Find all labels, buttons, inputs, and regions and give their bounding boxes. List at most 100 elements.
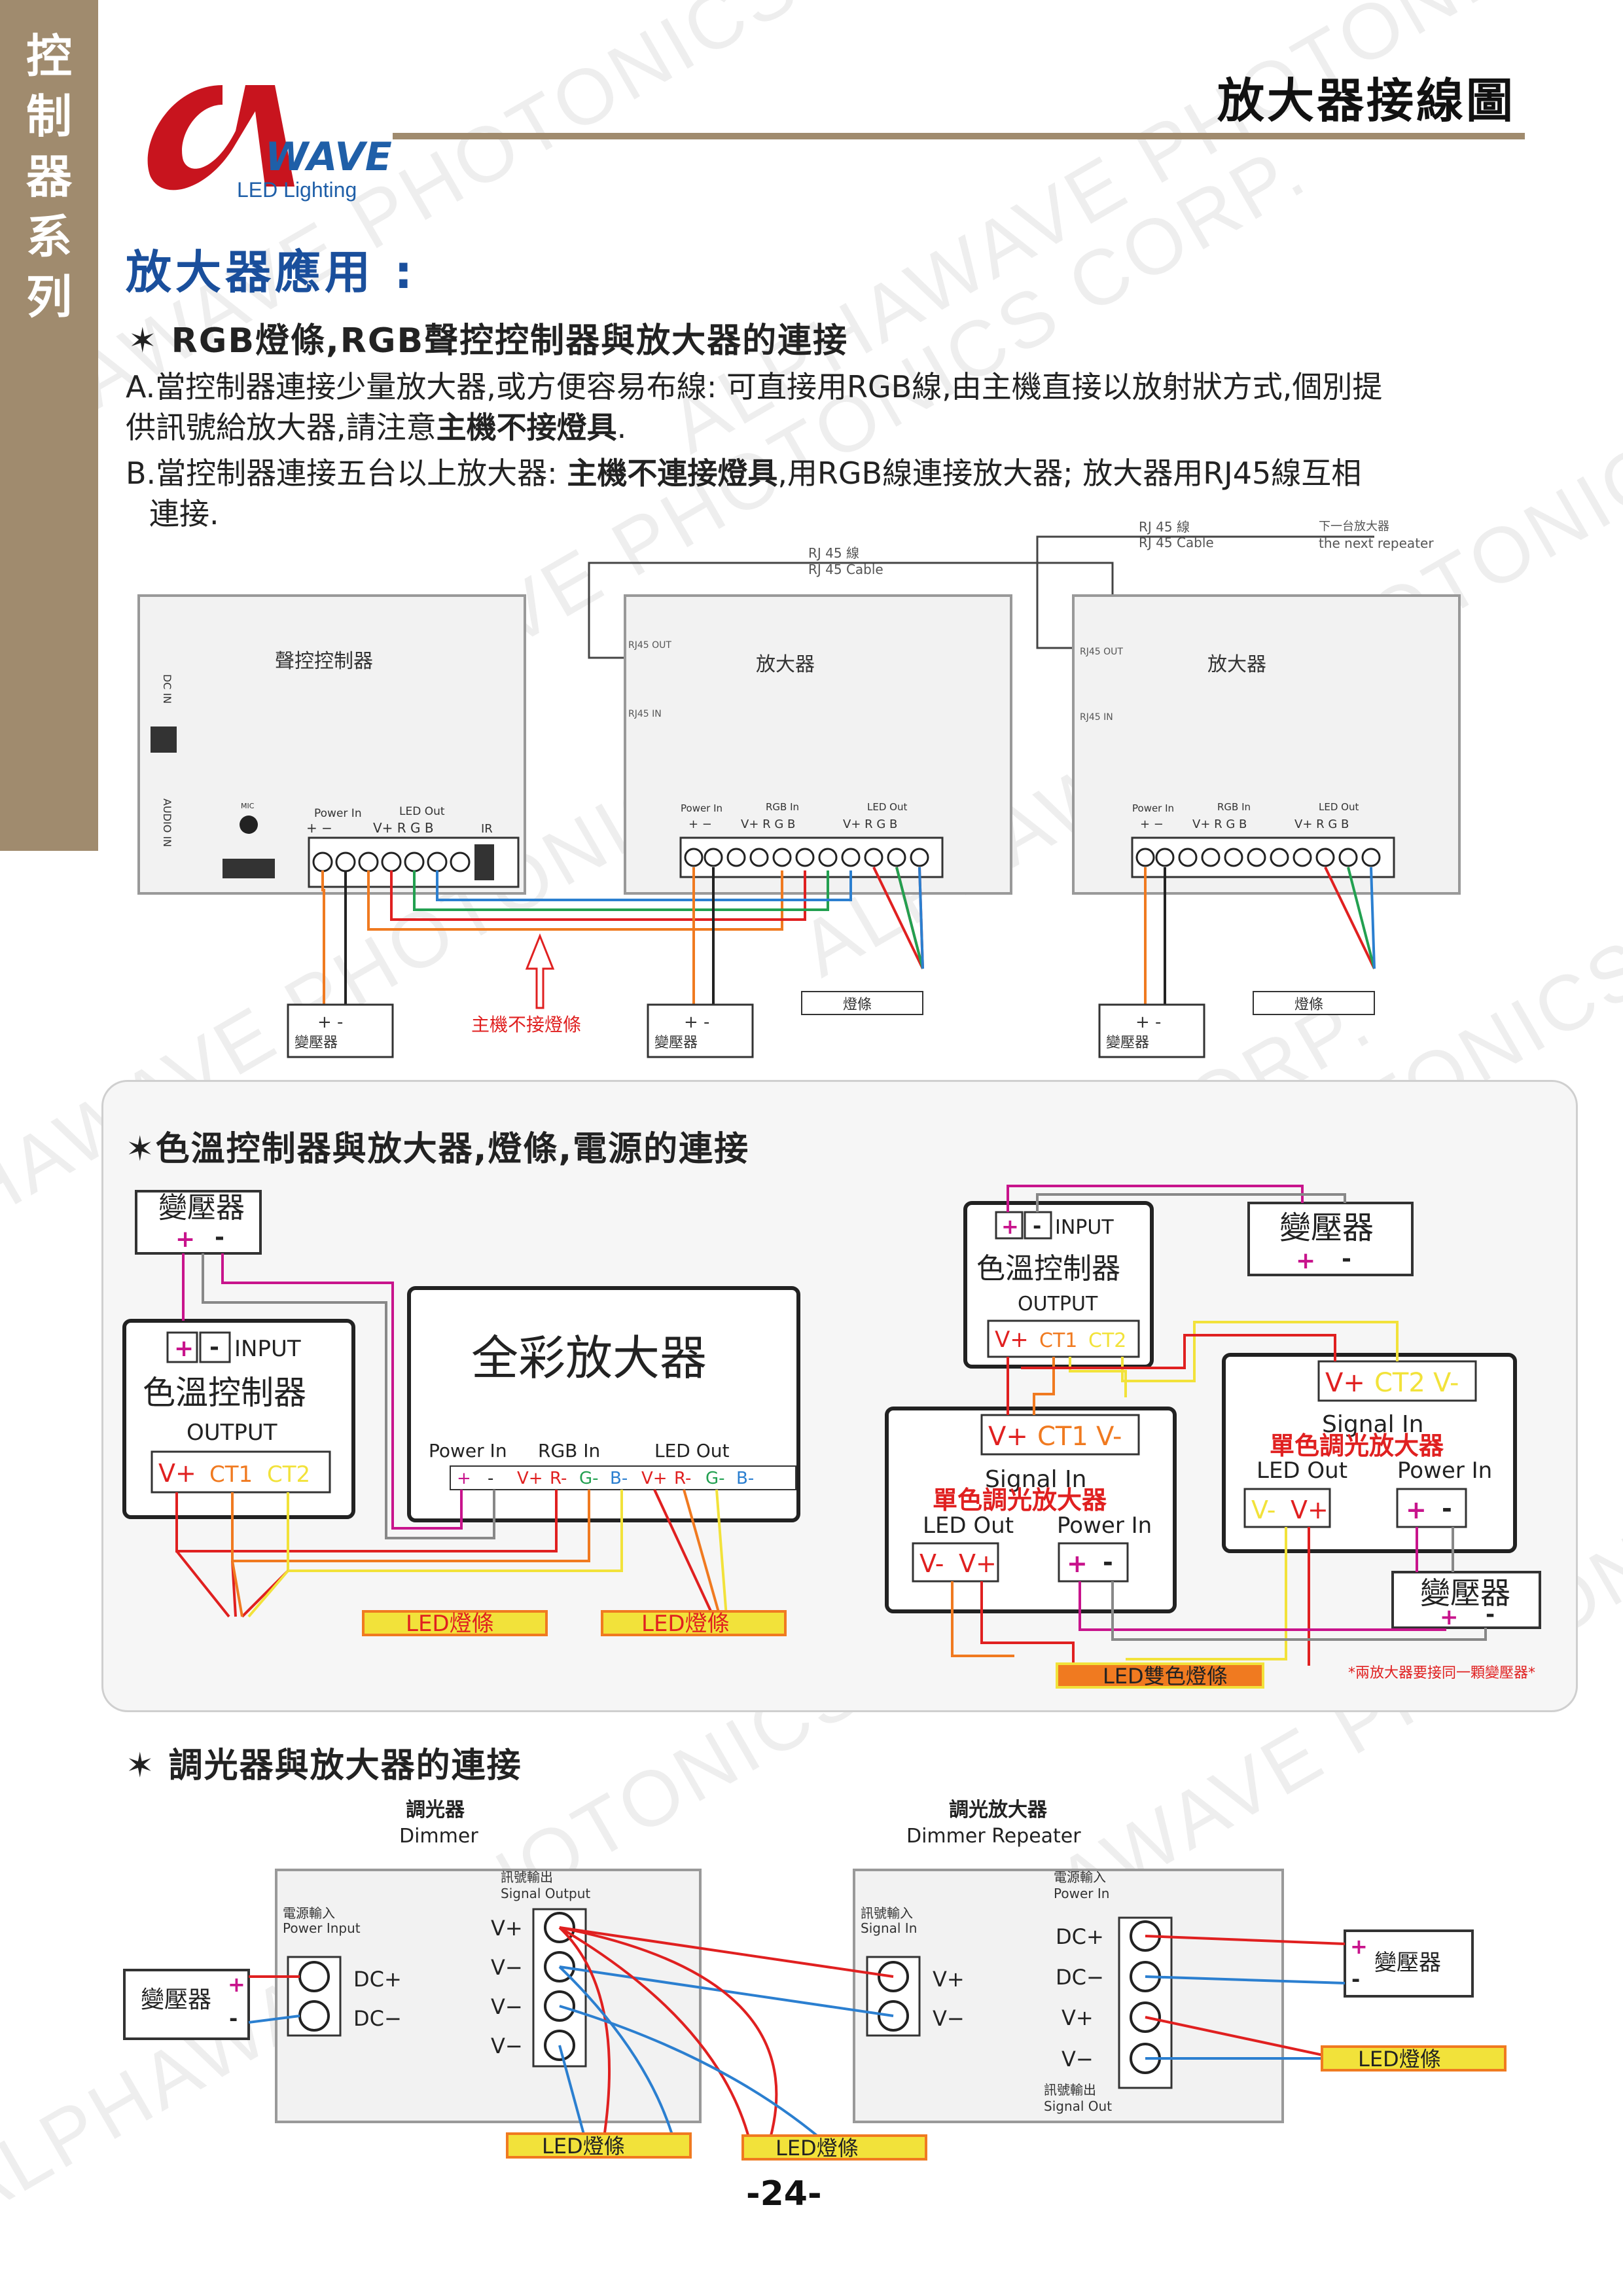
svg-text:LED燈條: LED燈條 — [776, 2136, 859, 2161]
svg-text:變壓器: 變壓器 — [294, 1035, 338, 1051]
svg-text:MIC: MIC — [241, 802, 255, 810]
svg-text:G-: G- — [705, 1469, 725, 1488]
side-tab: 控 制 器 系 列 — [0, 0, 98, 851]
svg-text:V+: V+ — [1325, 1368, 1365, 1398]
svg-text:RGB In: RGB In — [1217, 801, 1251, 813]
svg-text:放大器: 放大器 — [756, 653, 815, 676]
svg-text:DC IN: DC IN — [161, 674, 173, 704]
svg-text:+: + — [1296, 1247, 1315, 1274]
svg-text:下一台放大器: 下一台放大器 — [1319, 520, 1389, 533]
svg-text:色溫控制器: 色溫控制器 — [976, 1252, 1120, 1285]
svg-text:Power In: Power In — [1132, 802, 1174, 814]
header-rule — [393, 133, 1525, 139]
page-number: -24- — [746, 2174, 822, 2214]
svg-text:+ −: + − — [1140, 817, 1164, 831]
svg-text:CT2: CT2 — [1374, 1368, 1425, 1398]
svg-text:V−: V− — [491, 2034, 523, 2058]
svg-text:Signal Output: Signal Output — [501, 1886, 590, 1901]
svg-text:LED Out: LED Out — [1319, 801, 1359, 813]
svg-text:RJ45 IN: RJ45 IN — [1080, 712, 1113, 723]
svg-text:V+: V+ — [988, 1422, 1028, 1452]
svg-text:V+: V+ — [491, 1916, 523, 1941]
svg-text:Power In: Power In — [1057, 1513, 1152, 1539]
svg-text:LED雙色燈條: LED雙色燈條 — [1103, 1664, 1228, 1689]
svg-text:RJ45 IN: RJ45 IN — [628, 709, 662, 719]
svg-text:G-: G- — [579, 1469, 599, 1488]
svg-text:LED燈條: LED燈條 — [641, 1611, 730, 1637]
svg-text:Signal In: Signal In — [1322, 1411, 1423, 1438]
svg-text:V-: V- — [1433, 1368, 1459, 1398]
svg-text:+ -: + - — [317, 1013, 343, 1032]
svg-text:燈條: 燈條 — [843, 997, 872, 1013]
svg-text:RJ45 OUT: RJ45 OUT — [1080, 647, 1123, 657]
diagram-rgb-controller: RJ 45 線 RJ 45 Cable RJ 45 線 RJ 45 Cable … — [137, 519, 1461, 1058]
svg-text:B-: B- — [610, 1469, 628, 1488]
svg-text:V-: V- — [919, 1549, 944, 1578]
section2-heading: ✶色溫控制器與放大器,燈條,電源的連接 — [126, 1130, 750, 1169]
svg-text:RJ 45 Cable: RJ 45 Cable — [1139, 535, 1214, 550]
svg-text:LED燈條: LED燈條 — [542, 2134, 625, 2159]
diagram-color-temperature: 變壓器 + - + - INPUT 色溫控制器 OUTPUT V+ CT1 CT… — [122, 1185, 1541, 1689]
svg-text:色溫控制器: 色溫控制器 — [143, 1374, 306, 1412]
svg-text:+: + — [1440, 1604, 1459, 1630]
amplifier-box-1: 放大器 RJ45 OUT RJ45 IN Power In RGB In LED… — [624, 594, 1012, 895]
svg-text:-: - — [215, 1224, 224, 1251]
diagram-dimmer: 調光器 Dimmer 調光放大器 Dimmer Repeater 電源輸入 Po… — [123, 1799, 1507, 2161]
svg-text:+: + — [175, 1226, 195, 1253]
svg-text:CT2: CT2 — [1088, 1329, 1126, 1352]
svg-text:LED Out: LED Out — [1257, 1458, 1347, 1484]
svg-text:訊號輸入: 訊號輸入 — [861, 1905, 913, 1921]
svg-text:CT1: CT1 — [1039, 1329, 1077, 1352]
svg-text:+: + — [1001, 1214, 1019, 1239]
svg-text:V+ R G B: V+ R G B — [741, 817, 795, 831]
svg-text:+ −: + − — [306, 820, 332, 836]
svg-text:變壓器: 變壓器 — [1420, 1575, 1510, 1611]
svg-text:-: - — [488, 1469, 493, 1488]
svg-text:OUTPUT: OUTPUT — [1018, 1293, 1098, 1316]
svg-text:+: + — [1350, 1934, 1368, 1959]
svg-text:V+: V+ — [1061, 2005, 1094, 2030]
svg-text:V+: V+ — [641, 1469, 668, 1488]
svg-text:R-: R- — [674, 1469, 691, 1488]
svg-text:RJ 45 Cable: RJ 45 Cable — [808, 562, 883, 577]
svg-text:-: - — [1486, 1602, 1495, 1628]
svg-text:V+: V+ — [517, 1469, 543, 1488]
svg-text:Signal In: Signal In — [985, 1466, 1086, 1493]
svg-text:LED Out: LED Out — [867, 801, 907, 813]
svg-text:燈條: 燈條 — [1294, 997, 1323, 1013]
svg-text:V+ R G B: V+ R G B — [1294, 817, 1349, 831]
svg-text:V+: V+ — [959, 1549, 997, 1578]
svg-text:-: - — [1103, 1548, 1113, 1577]
svg-text:電源輸入: 電源輸入 — [1054, 1869, 1106, 1885]
svg-text:OUTPUT: OUTPUT — [187, 1420, 277, 1446]
svg-text:調光器: 調光器 — [406, 1799, 465, 1821]
section1-subheading: ✶ RGB燈條,RGB聲控控制器與放大器的連接 — [128, 321, 849, 361]
svg-text:V-: V- — [1251, 1496, 1275, 1524]
page-title: 放大器接線圖 — [1217, 73, 1516, 128]
svg-text:V−: V− — [933, 2006, 965, 2031]
svg-text:-: - — [1351, 1967, 1360, 1992]
svg-text:DC−: DC− — [1056, 1965, 1104, 1990]
svg-text:Power In: Power In — [1054, 1886, 1109, 1901]
svg-text:+ −: + − — [688, 817, 712, 831]
svg-text:DC+: DC+ — [1056, 1924, 1104, 1949]
svg-text:RGB In: RGB In — [766, 801, 799, 813]
svg-text:LED Out: LED Out — [654, 1440, 730, 1462]
svg-text:RJ 45 線: RJ 45 線 — [808, 545, 859, 561]
svg-text:V+: V+ — [933, 1967, 965, 1992]
svg-text:主機不接燈條: 主機不接燈條 — [471, 1014, 581, 1035]
svg-text:*兩放大器要接同一顆變壓器*: *兩放大器要接同一顆變壓器* — [1348, 1665, 1535, 1681]
svg-text:V−: V− — [491, 1994, 523, 2019]
svg-text:聲控控制器: 聲控控制器 — [275, 650, 373, 673]
logo: WAVE — [147, 85, 392, 190]
svg-text:+: + — [1067, 1549, 1088, 1578]
svg-text:INPUT: INPUT — [234, 1336, 301, 1362]
svg-text:LED燈條: LED燈條 — [406, 1611, 494, 1637]
svg-text:Dimmer: Dimmer — [399, 1825, 478, 1848]
arrow-up-icon — [525, 933, 555, 1009]
svg-text:V+: V+ — [158, 1459, 196, 1488]
svg-text:電源輸入: 電源輸入 — [283, 1905, 335, 1921]
side-tab-text: 控 制 器 系 列 — [26, 29, 72, 324]
logo-word: WAVE — [265, 134, 392, 180]
svg-text:V+ R G B: V+ R G B — [373, 820, 434, 836]
